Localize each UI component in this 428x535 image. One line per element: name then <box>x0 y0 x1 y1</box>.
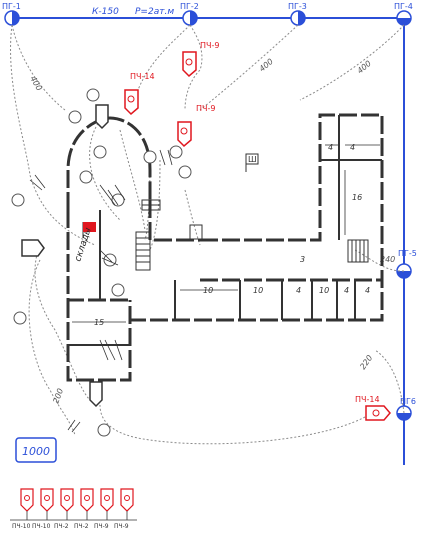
dim-9: 4 <box>344 286 349 295</box>
interior-walls <box>68 115 382 346</box>
unit-label-6: ПЧ-9 <box>114 523 129 530</box>
fire-truck-pch9-top: ПЧ-9 <box>182 41 219 78</box>
reserve-units: ПЧ-10 ПЧ-10 ПЧ-2 ПЧ-2 ПЧ-9 <box>10 488 137 530</box>
hydrant-pg3: ПГ-3 <box>288 2 307 26</box>
dim-2: 4 <box>328 143 333 152</box>
unit-3: ПЧ-2 <box>54 488 74 530</box>
hydrant-pg1: ПГ-1 <box>2 2 21 26</box>
hose-length-6: 200 <box>51 387 65 404</box>
dim-6: 10 <box>253 286 263 295</box>
fire-truck-pch9-mid: ПЧ-9 <box>177 104 215 148</box>
hydrant-pg4: ПГ-4 <box>394 2 413 26</box>
unit-label-3: ПЧ-2 <box>54 523 69 530</box>
pipe-pressure-label: Р=2ат.м <box>135 7 174 17</box>
dim-1: 16 <box>352 193 362 202</box>
unit-label-2: ПЧ-10 <box>32 523 51 530</box>
truck-label-4: ПЧ-14 <box>355 395 380 404</box>
truck-label-2: ПЧ-14 <box>130 72 155 81</box>
dim-11: 15 <box>94 318 104 327</box>
scale-label: 1000 <box>22 445 50 458</box>
truck-label-1: ПЧ-9 <box>200 41 219 50</box>
vehicle-grey-top <box>95 104 109 130</box>
dim-10: 4 <box>365 286 370 295</box>
hydrant-label-pg6: ПГ6 <box>400 397 416 406</box>
dim-5: 10 <box>203 286 213 295</box>
hydrant-label-pg5: ПГ-5 <box>398 249 417 258</box>
unit-2: ПЧ-10 <box>32 488 54 530</box>
hydrant-label-pg4: ПГ-4 <box>394 2 413 11</box>
unit-4: ПЧ-2 <box>74 488 94 530</box>
hose-length-4: 240 <box>380 255 395 264</box>
unit-6: ПЧ-9 <box>114 488 134 530</box>
vehicle-grey-bottom <box>89 381 103 408</box>
hq-sign: Ш <box>245 153 259 172</box>
hq-label: Ш <box>248 155 257 164</box>
fire-truck-pch14-right: ПЧ-14 <box>355 395 391 421</box>
dim-8: 10 <box>319 286 329 295</box>
pipe-diameter-label: К-150 <box>92 7 119 17</box>
truck-label-3: ПЧ-9 <box>196 104 215 113</box>
unit-5: ПЧ-9 <box>94 488 114 530</box>
fire-room-label: склады <box>73 227 93 263</box>
unit-label-4: ПЧ-2 <box>74 523 89 530</box>
hydrant-label-pg2: ПГ-2 <box>180 2 199 11</box>
hydrant-label-pg3: ПГ-3 <box>288 2 307 11</box>
water-main <box>12 17 405 465</box>
dim-4: 3 <box>300 255 305 264</box>
unit-label-1: ПЧ-10 <box>12 523 31 530</box>
dim-3: 4 <box>350 143 355 152</box>
hose-length-5: 220 <box>358 353 374 371</box>
fire-truck-pch14-left: ПЧ-14 <box>124 72 155 116</box>
scale-box: 1000 <box>15 437 57 463</box>
vehicle-grey-left <box>21 239 45 257</box>
hose-branches <box>29 149 173 433</box>
stairs-east <box>347 239 369 263</box>
hydrant-pg6: ПГ6 <box>396 397 416 421</box>
hose-lines <box>10 24 405 445</box>
hydrant-label-pg1: ПГ-1 <box>2 2 21 11</box>
unit-1: ПЧ-10 <box>12 488 34 530</box>
hose-length-2: 400 <box>258 57 275 74</box>
hydrant-pg2: ПГ-2 <box>180 2 199 26</box>
unit-label-5: ПЧ-9 <box>94 523 109 530</box>
entrance-steps <box>141 199 203 240</box>
fire-flag <box>82 222 96 238</box>
dimension-arrows <box>72 144 380 323</box>
dim-7: 4 <box>296 286 301 295</box>
room-dimensions: 16 4 4 3 10 10 4 10 4 4 15 <box>94 143 370 327</box>
stairs-central <box>135 231 151 271</box>
hose-length-3: 400 <box>356 59 373 76</box>
hose-length-1: 400 <box>28 75 43 93</box>
hydrant-pg5: ПГ-5 <box>396 249 417 279</box>
